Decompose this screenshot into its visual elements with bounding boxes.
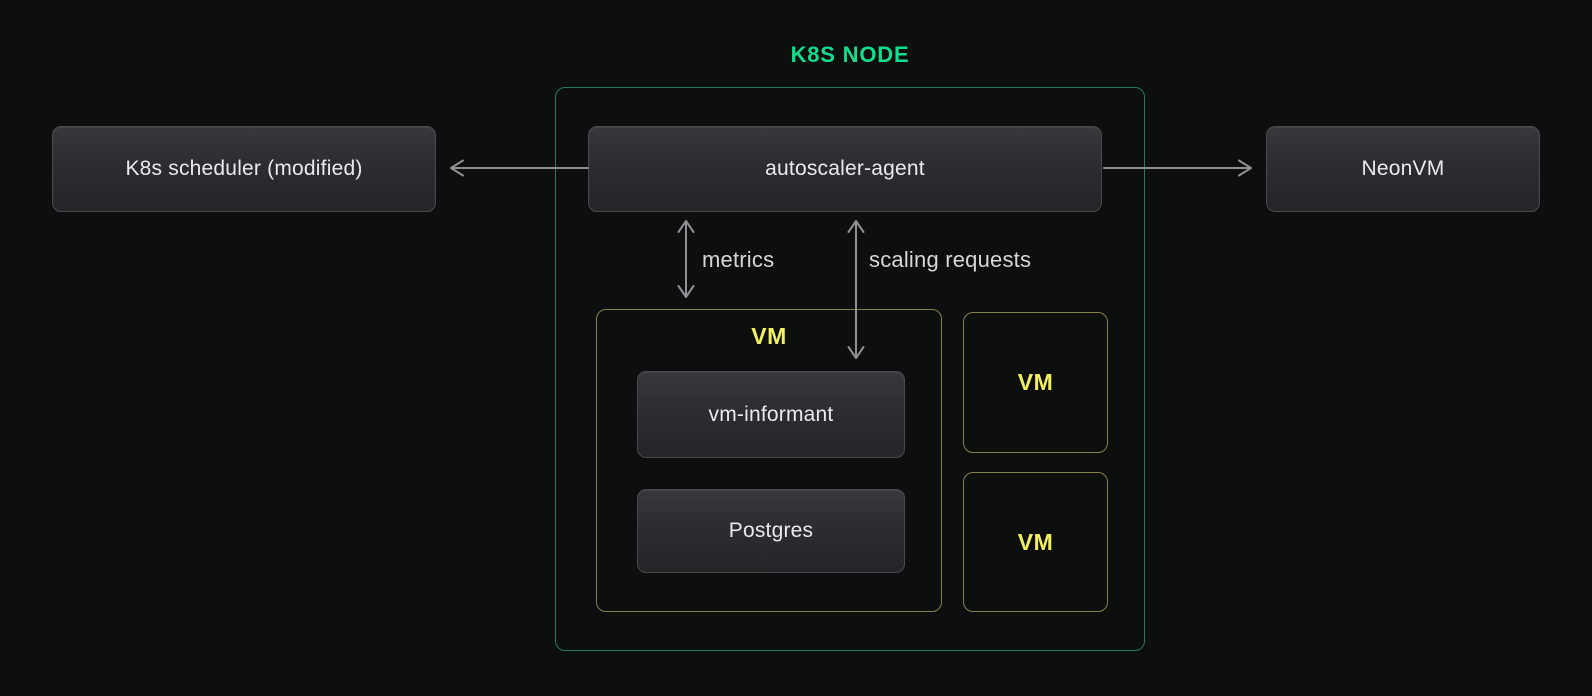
scaling-requests-edge-label: scaling requests xyxy=(869,247,1032,272)
vm-box-2-label: VM xyxy=(1017,528,1054,555)
neonvm-label: NeonVM xyxy=(1361,157,1445,180)
postgres-node: Postgres xyxy=(637,489,905,573)
neonvm-node: NeonVM xyxy=(1266,126,1540,212)
vm-box-2: VM xyxy=(963,472,1108,612)
autoscaler-agent-node: autoscaler-agent xyxy=(588,126,1102,212)
k8s-node-title: K8S NODE xyxy=(790,42,910,67)
vm-box-1: VM xyxy=(963,312,1108,453)
k8s-scheduler-label: K8s scheduler (modified) xyxy=(125,157,363,180)
autoscaler-agent-label: autoscaler-agent xyxy=(765,157,925,180)
vm-informant-node: vm-informant xyxy=(637,371,905,458)
metrics-edge-label: metrics xyxy=(702,247,775,272)
vm-group-label: VM xyxy=(751,323,787,349)
vm-group-box xyxy=(596,309,942,612)
vm-informant-label: vm-informant xyxy=(708,402,834,426)
vm-box-1-label: VM xyxy=(1017,369,1054,395)
k8s-node-container xyxy=(555,87,1145,651)
postgres-label: Postgres xyxy=(728,519,814,542)
k8s-scheduler-node: K8s scheduler (modified) xyxy=(52,126,436,212)
